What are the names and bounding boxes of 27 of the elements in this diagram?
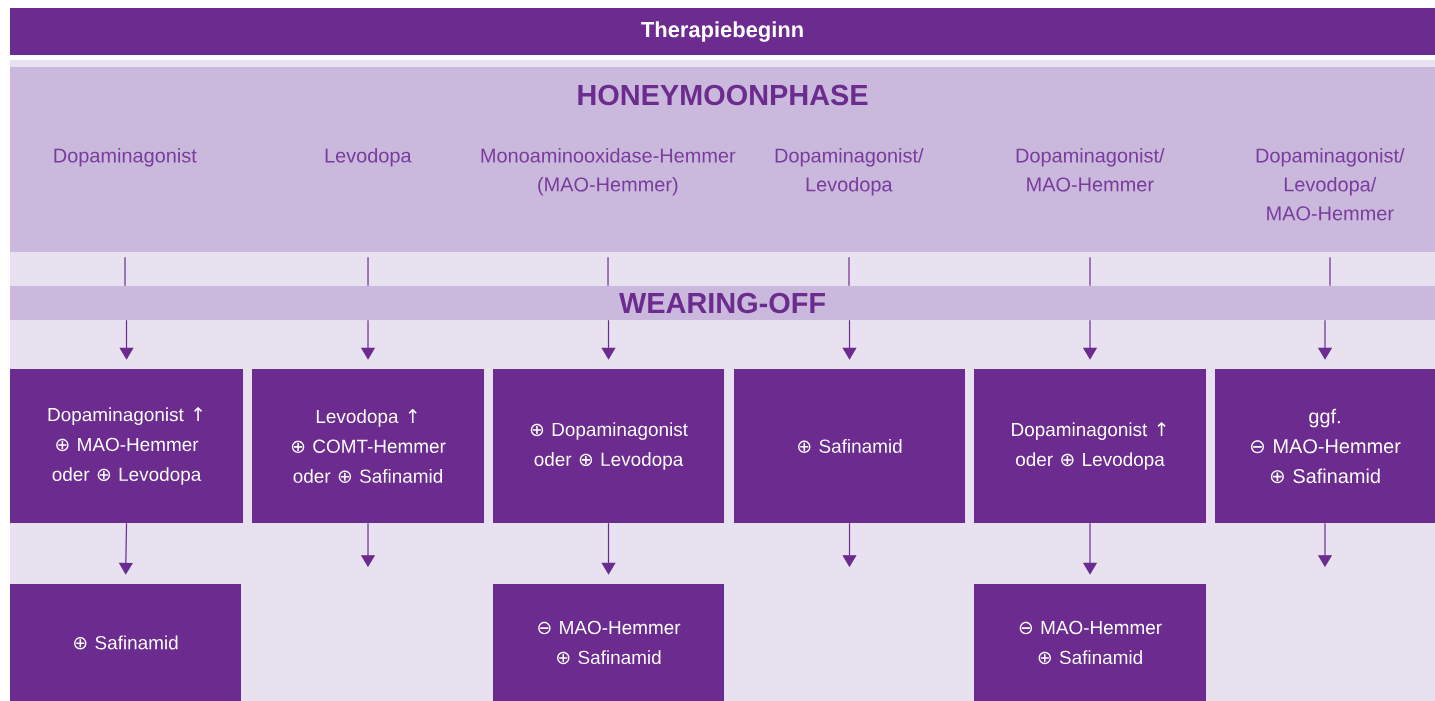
- therapy-box: ⊖ MAO-Hemmer ⊕ Safinamid: [493, 584, 724, 701]
- phase-label: Dopaminagonist: [54, 148, 197, 167]
- arrow: [601, 319, 616, 360]
- connector-line: [1329, 256, 1331, 287]
- arrow: [119, 319, 134, 360]
- therapy-box: ggf. ⊖ MAO-Hemmer ⊕ Safinamid: [1215, 369, 1435, 523]
- arrow: [601, 522, 616, 575]
- therapy-box: ⊖ MAO-Hemmer ⊕ Safinamid: [974, 584, 1206, 701]
- therapy-box: Dopaminagonist ↑ ⊕ MAO-Hemmer oder ⊕ Levodopa: [10, 369, 243, 523]
- phase-label: Dopaminagonist/ Levodopa/ MAO-Hemmer: [1256, 148, 1405, 221]
- therapy-box: Levodopa ↑ ⊕ COMT-Hemmer oder ⊕ Safinamid: [252, 369, 484, 523]
- phase-label: Levodopa: [325, 148, 412, 167]
- connector-line: [607, 256, 609, 287]
- connector-line: [124, 256, 126, 287]
- therapy-box: ⊕ Safinamid: [10, 584, 241, 701]
- connector-line: [367, 256, 369, 287]
- therapy-box: ⊕ Dopaminagonist oder ⊕ Levodopa: [493, 369, 724, 523]
- connector-line: [1089, 256, 1091, 287]
- therapy-box: ⊕ Safinamid: [734, 369, 965, 523]
- phase-label: Dopaminagonist/ MAO-Hemmer: [1016, 148, 1165, 192]
- connector-line: [848, 256, 850, 287]
- title-bar: Therapiebeginn: [10, 8, 1435, 55]
- therapy-box: Dopaminagonist ↑ oder ⊕ Levodopa: [974, 369, 1206, 523]
- arrow: [842, 319, 857, 360]
- phase-label: Dopaminagonist/ Levodopa: [775, 148, 924, 196]
- phase-band: WEARING-OFF: [10, 286, 1435, 320]
- phase-label: Monoaminooxidase-Hemmer (MAO-Hemmer): [481, 148, 736, 196]
